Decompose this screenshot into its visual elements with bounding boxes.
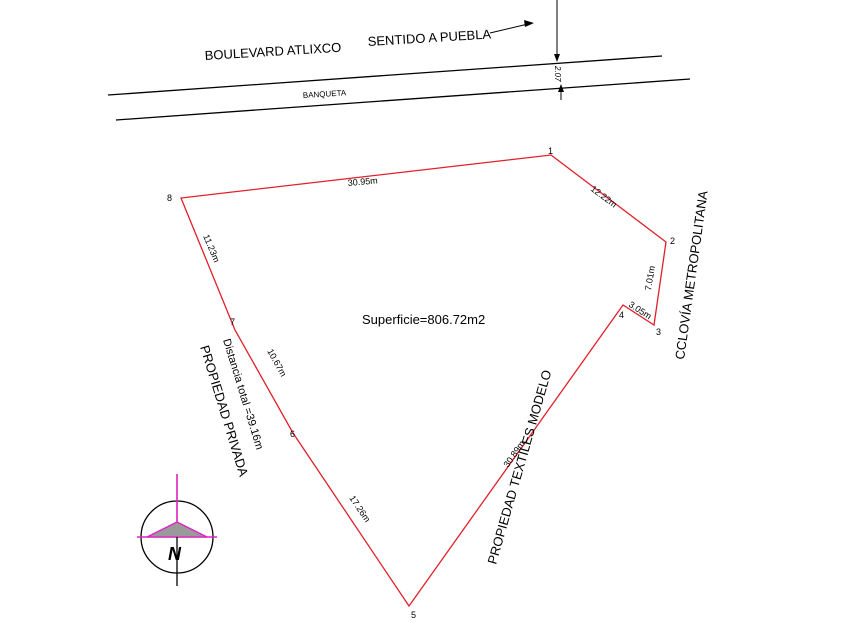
vertex-8: 8 (167, 193, 172, 203)
street-line-top (107, 55, 663, 96)
vertex-5: 5 (411, 610, 416, 620)
north-arrow-icon: N (137, 474, 217, 586)
segment-2-3-length: 7.01m (643, 265, 657, 291)
sidewalk-label: BANQUETA (303, 88, 348, 100)
sidewalk-dimension: 2.07 (553, 0, 564, 100)
street-name-label: BOULEVARD ATLIXCO (204, 40, 341, 63)
property-boundary (180, 154, 667, 608)
vertex-3: 3 (656, 327, 661, 337)
area-label: Superficie=806.72m2 (362, 312, 485, 327)
vertex-7: 7 (230, 317, 235, 327)
vertex-4: 4 (619, 310, 624, 320)
neighbor-right-label: CCLOVÍA METROPOLITANA (672, 189, 711, 360)
neighbor-bottom-right-label: PROPIEDAD TEXTILES MODELO (484, 368, 554, 566)
vertex-1: 1 (548, 146, 553, 156)
direction-label: SENTIDO A PUEBLA (367, 26, 492, 49)
sidewalk-width-label: 2.07 (553, 65, 562, 82)
segment-8-1-length: 30.95m (347, 175, 378, 188)
direction-arrow-icon (489, 20, 534, 34)
vertex-2: 2 (670, 236, 675, 246)
segment-6-7-length: 10.67m (265, 347, 288, 378)
segment-1-2-length: 12.22m (589, 184, 619, 210)
north-letter: N (168, 544, 182, 564)
vertex-6: 6 (290, 429, 295, 439)
street-line-bottom (115, 78, 691, 121)
segment-7-8-length: 11.23m (201, 233, 222, 264)
